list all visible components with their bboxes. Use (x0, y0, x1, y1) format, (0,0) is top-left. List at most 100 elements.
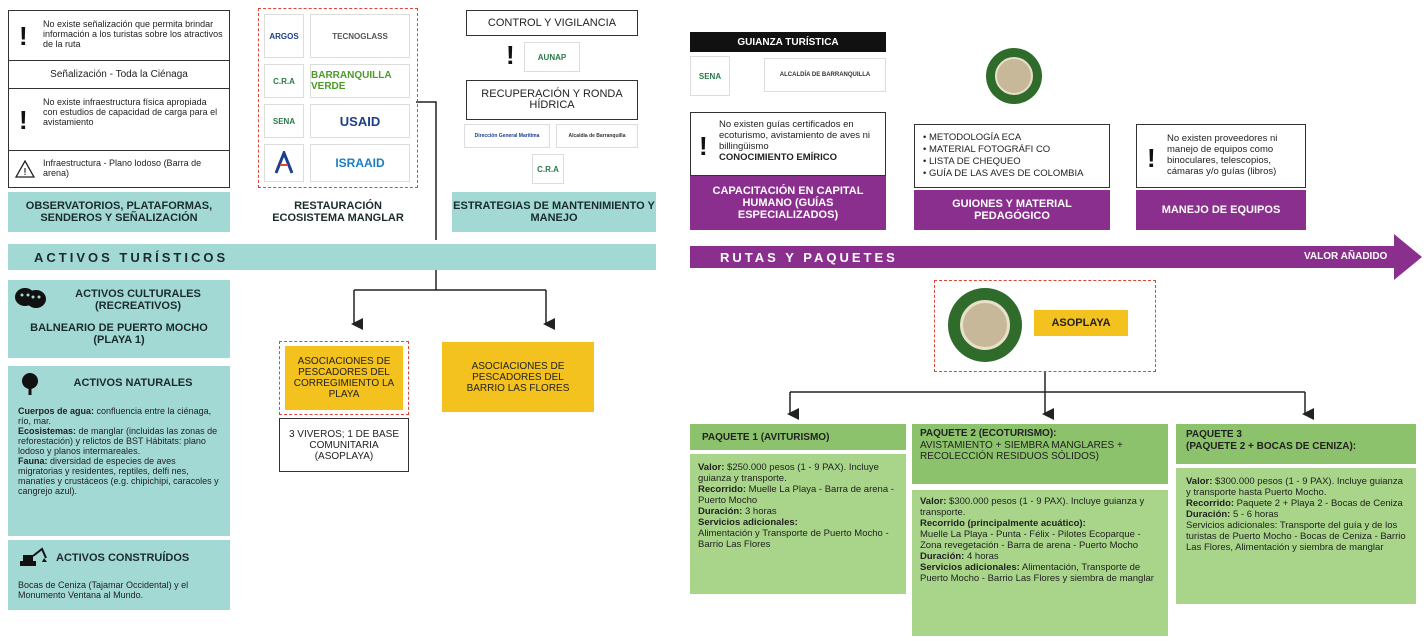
paquete2-subtitle: AVISTAMIENTO + SIEMBRA MANGLARES + RECOL… (920, 440, 1123, 462)
asociaciones-las-flores: ASOCIACIONES DE PESCADORES DEL BARRIO LA… (442, 342, 594, 412)
control-vigilancia-title: CONTROL Y VIGILANCIA (487, 16, 617, 29)
guiones-header: GUIONES Y MATERIAL PEDAGÓGICO (914, 190, 1110, 230)
paquete1-duracion: 3 horas (742, 506, 777, 517)
asoplaya-label-box: ASOPLAYA (1034, 310, 1128, 336)
guianza-text-box: ! No existen guías certificados en ecotu… (690, 112, 886, 176)
paquete1-recorrido: Muelle La Playa - Barra de arena - Puert… (698, 484, 894, 506)
paquete1-body: Valor: $250.000 pesos (1 - 9 PAX). Inclu… (690, 454, 906, 594)
capacitacion-header: CAPACITACIÓN EN CAPITAL HUMANO (GUÍAS ES… (690, 176, 886, 230)
paquete2-duracion-label: Duración: (920, 551, 965, 562)
activos-construidos-title: ACTIVOS CONSTRUÍDOS (56, 552, 190, 564)
restauracion-logos-frame (258, 8, 418, 188)
capacitacion-header-text: CAPACITACIÓN EN CAPITAL HUMANO (GUÍAS ES… (712, 185, 864, 221)
signage-box: ! No existe señalización que permita bri… (8, 10, 230, 188)
logo-alcaldia-2: ALCALDÍA DE BARRANQUILLA (764, 58, 886, 92)
paquete2-header: PAQUETE 2 (ECOTURISMO): AVISTAMIENTO + S… (912, 424, 1168, 484)
signage-text-4: Infraestructura - Plano lodoso (Barra de… (43, 158, 202, 178)
paquete1-recorrido-label: Recorrido: (698, 484, 747, 495)
paquete2-text: Valor: $300.000 pesos (1 - 9 PAX). Inclu… (920, 496, 1164, 584)
paquete3-text: Valor: $300.000 pesos (1 - 9 PAX). Inclu… (1186, 476, 1410, 553)
guiones-list-box: • METODOLOGÍA ECA • MATERIAL FOTOGRÁFI C… (914, 124, 1110, 188)
activos-culturales-title: ACTIVOS CULTURALES (RECREATIVOS) (75, 288, 201, 312)
paquete3-valor-label: Valor: (1186, 476, 1213, 487)
theater-masks-icon (15, 288, 46, 308)
paquete1-header: PAQUETE 1 (AVITURISMO) (690, 424, 906, 450)
paquete3-recorrido: Paquete 2 + Playa 2 - Bocas de Ceniza (1234, 498, 1403, 509)
equipos-header: MANEJO DE EQUIPOS (1136, 190, 1306, 230)
logo-sena-2: SENA (690, 56, 730, 96)
warning-icon: ! (15, 160, 35, 178)
guianza-bold: CONOCIMIENTO EMÍRICO (719, 152, 838, 163)
paquete3-header: PAQUETE 3 (PAQUETE 2 + BOCAS DE CENIZA): (1176, 424, 1416, 464)
excavator-icon (20, 547, 47, 566)
paquete1-servicios: Alimentación y Transporte de Puerto Moch… (698, 528, 889, 550)
guiones-item: • GUÍA DE LAS AVES DE COLOMBIA (923, 168, 1084, 179)
signage-text-2: Señalización - Toda la Ciénaga (50, 69, 188, 80)
activos-construidos-text: Bocas de Ceniza (Tajamar Occidental) y e… (18, 580, 189, 600)
asoplaya-frame (934, 280, 1156, 372)
activos-turisticos-title: ACTIVOS TURÍSTICOS (34, 250, 229, 265)
estrategias-header: ESTRATEGIAS DE MANTENIMIENTO Y MANEJO (452, 192, 656, 232)
paquete3-subtitle: (PAQUETE 2 + BOCAS DE CENIZA): (1186, 441, 1357, 452)
logo-institution (264, 144, 304, 182)
logo-sena: SENA (264, 104, 304, 138)
paquete2-servicios-label: Servicios adicionales: (920, 562, 1020, 573)
bird-icon (960, 300, 1010, 350)
signage-row-3: ! No existe infraestructura física aprop… (9, 89, 229, 151)
guiones-list: • METODOLOGÍA ECA • MATERIAL FOTOGRÁFI C… (923, 132, 1083, 180)
paquete2-body: Valor: $300.000 pesos (1 - 9 PAX). Inclu… (912, 490, 1168, 636)
institution-logo-icon (274, 151, 294, 174)
estrategias-header-text: ESTRATEGIAS DE MANTENIMIENTO Y MANEJO (453, 200, 655, 224)
paquete1-servicios-label: Servicios adicionales: (698, 517, 798, 528)
guiones-header-text: GUIONES Y MATERIAL PEDAGÓGICO (952, 198, 1072, 222)
rutas-paquetes-title: RUTAS Y PAQUETES (720, 250, 898, 265)
activos-culturales-box: ACTIVOS CULTURALES (RECREATIVOS) BALNEAR… (8, 280, 230, 358)
restauracion-header: RESTAURACIÓN ECOSISTEMA MANGLAR (258, 192, 418, 232)
valor-anadido-label: VALOR AÑADIDO (1304, 251, 1388, 262)
logo-israaid: ISRAAID (310, 144, 410, 182)
guianza-description: No existen guías certificados en ecoturi… (719, 119, 871, 152)
asociaciones-frame (279, 341, 409, 415)
bird-icon (995, 57, 1033, 95)
activos-construidos-box: ACTIVOS CONSTRUÍDOS Bocas de Ceniza (Taj… (8, 540, 230, 610)
paquete1-valor: $250.000 pesos (1 - 9 PAX). Incluye guia… (698, 462, 879, 484)
logo-argos: ARGOS (264, 14, 304, 58)
activos-culturales-subtitle: BALNEARIO DE PUERTO MOCHO (PLAYA 1) (30, 322, 208, 346)
paquete3-duracion: 5 - 6 horas (1230, 509, 1279, 520)
equipos-text-box: ! No existen proveedores ni manejo de eq… (1136, 124, 1306, 188)
paquete1-duracion-label: Duración: (698, 506, 743, 517)
activos-turisticos-bar: ACTIVOS TURÍSTICOS (8, 244, 656, 270)
paquete2-recorrido: Muelle La Playa - Punta - Félix - Pilote… (920, 529, 1141, 551)
exclamation-icon: ! (1147, 143, 1156, 173)
exclamation-icon: ! (19, 105, 28, 135)
guiones-item: • LISTA DE CHEQUEO (923, 156, 1021, 167)
paquete2-valor-label: Valor: (920, 496, 947, 507)
activos-naturales-text: Cuerpos de agua: confluencia entre la ci… (18, 406, 222, 496)
logo-tecnoglass: TECNOGLASS (310, 14, 410, 58)
asociaciones-la-playa-text: ASOCIACIONES DE PESCADORES DEL CORREGIMI… (293, 356, 395, 400)
exclamation-icon: ! (506, 40, 515, 70)
logo-barranquilla-verde: BARRANQUILLA VERDE (310, 64, 410, 98)
paquete2-valor: $300.000 pesos (1 - 9 PAX). Incluye guia… (920, 496, 1145, 518)
signage-header-text: OBSERVATORIOS, PLATAFORMAS, SENDEROS Y S… (25, 200, 213, 224)
asociaciones-la-playa: ASOCIACIONES DE PESCADORES DEL CORREGIMI… (285, 346, 403, 410)
asociaciones-las-flores-text: ASOCIACIONES DE PESCADORES DEL BARRIO LA… (466, 360, 570, 394)
cuerpos-agua-text: confluencia entre la ciénaga, río, mar. (18, 406, 212, 426)
signage-row-2: Señalización - Toda la Ciénaga (9, 61, 229, 89)
activos-naturales-box: ACTIVOS NATURALES Cuerpos de agua: confl… (8, 366, 230, 536)
ecosistemas-text: de manglar (incluidas las zonas de refor… (18, 426, 218, 456)
recuperacion-title: RECUPERACIÓN Y RONDA HÍDRICA (481, 88, 623, 111)
guianza-title: GUIANZA TURÍSTICA (737, 36, 839, 48)
asoplaya-emblem (986, 48, 1042, 104)
ecosistemas-label: Ecosistemas: (18, 426, 77, 436)
logo-cra-2: C.R.A (532, 154, 564, 184)
restauracion-header-text: RESTAURACIÓN ECOSISTEMA MANGLAR (272, 200, 404, 224)
cuerpos-agua-label: Cuerpos de agua: (18, 406, 95, 416)
viveros-text: 3 VIVEROS; 1 DE BASE COMUNITARIA (ASOPLA… (288, 428, 400, 462)
paquete3-duracion-label: Duración: (1186, 509, 1231, 520)
activos-naturales-title: ACTIVOS NATURALES (73, 377, 193, 389)
fauna-label: Fauna: (18, 456, 48, 466)
paquete1-title: PAQUETE 1 (AVITURISMO) (702, 432, 830, 443)
signage-text-1: No existe señalización que permita brind… (43, 19, 223, 49)
